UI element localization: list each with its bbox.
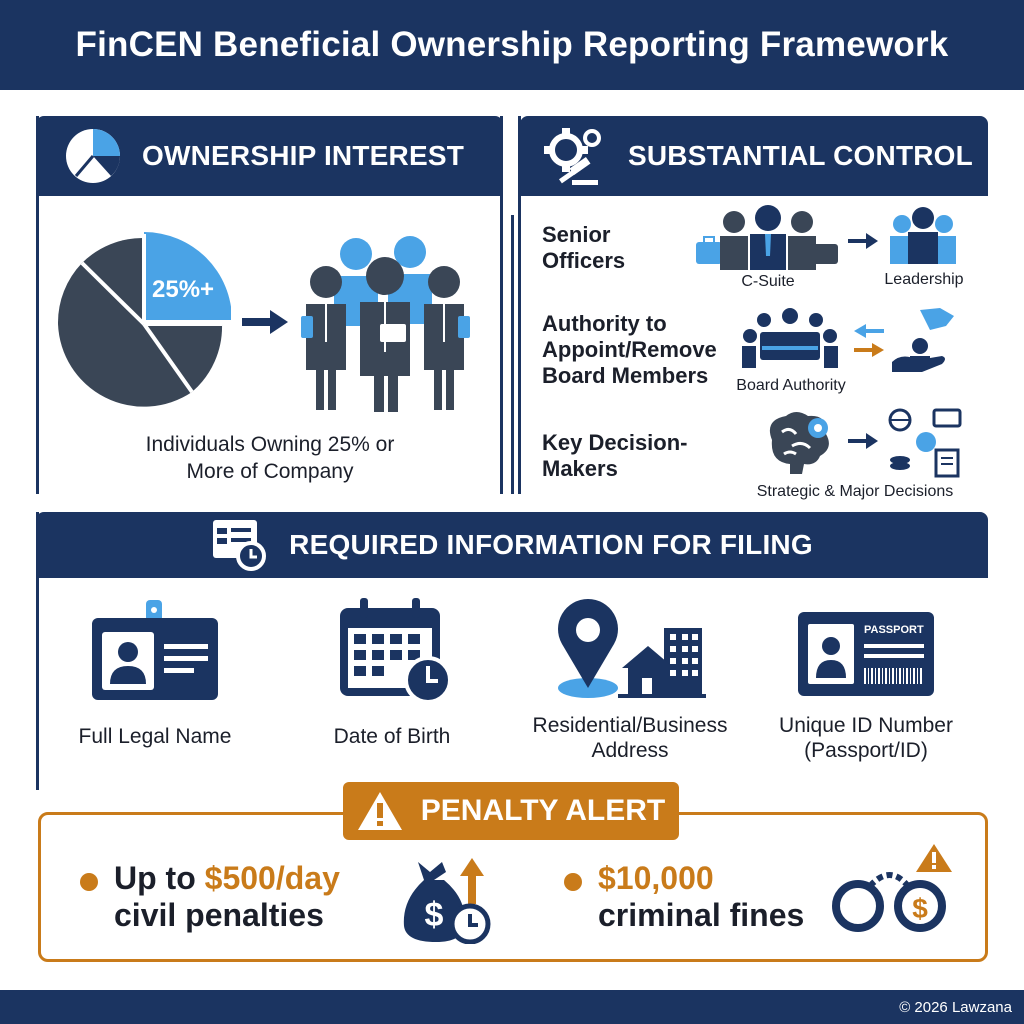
control-row-2-line1: Authority to	[542, 311, 667, 336]
required-title: REQUIRED INFORMATION FOR FILING	[289, 529, 813, 560]
top-banner: FinCEN Beneficial Ownership Reporting Fr…	[0, 0, 1024, 90]
required-item-1-caption: Full Legal Name	[50, 724, 260, 749]
penalty-header: PENALTY ALERT	[343, 782, 679, 840]
brain-gear-icon	[769, 412, 829, 474]
gears-gavel-icon	[544, 128, 601, 185]
ownership-header: OWNERSHIP INTEREST	[36, 116, 503, 196]
owners-group-icon	[301, 236, 470, 412]
arrow-right-icon	[848, 233, 878, 249]
location-buildings-icon	[558, 599, 706, 698]
penalty-title: PENALTY ALERT	[420, 794, 666, 827]
money-bag-clock-icon: $	[403, 858, 491, 944]
svg-text:$: $	[912, 893, 928, 924]
pie-percent-label: 25%+	[152, 276, 215, 303]
control-row-3-left-caption: Strategic & Major Decisions	[756, 483, 954, 500]
passport-line-1	[864, 644, 924, 648]
leadership-team-icon	[890, 207, 956, 264]
civil-prefix: Up to	[114, 860, 205, 896]
control-row-1-label: Senior Officers	[542, 222, 625, 274]
control-panel	[518, 116, 988, 494]
required-item-2-line1: Date of Birth	[333, 725, 451, 748]
svg-text:$: $	[425, 896, 444, 934]
control-panel-divider	[511, 215, 514, 494]
footer-bar: © 2026 Lawzana	[0, 990, 1024, 1024]
control-row-3-line1: Key Decision-	[542, 430, 688, 455]
passport-line-2	[864, 654, 924, 658]
required-item-2-caption: Date of Birth	[292, 724, 492, 749]
control-row-1-right-caption: Leadership	[884, 271, 964, 288]
control-row-2-left-caption: Board Authority	[736, 377, 846, 394]
ownership-title: OWNERSHIP INTEREST	[142, 140, 465, 171]
warning-icon	[357, 792, 402, 830]
civil-bullet	[80, 873, 98, 891]
required-item-3-line1: Residential/Business	[532, 714, 728, 737]
handcuffs-icon: $	[832, 844, 952, 932]
ownership-pie-illustration	[57, 232, 231, 407]
required-item-1-line1: Full Legal Name	[78, 725, 232, 748]
control-header: SUBSTANTIAL CONTROL	[520, 116, 988, 196]
person-silhouette-icon	[816, 637, 846, 678]
passport-barcode	[864, 668, 924, 684]
required-item-4-caption: Unique ID Number (Passport/ID)	[760, 713, 972, 763]
criminal-penalty-text: $10,000 criminal fines	[598, 860, 804, 934]
arrow-right-icon	[242, 310, 288, 334]
required-item-3-caption: Residential/Business Address	[512, 713, 748, 763]
civil-amount: $500/day	[204, 860, 340, 896]
required-panel	[36, 512, 988, 790]
control-row-1-line2: Officers	[542, 248, 626, 273]
required-item-4-line2: (Passport/ID)	[804, 739, 928, 762]
control-row-2-line3: Board Members	[542, 363, 709, 388]
ownership-panel	[36, 116, 503, 494]
civil-line2: civil penalties	[114, 897, 324, 933]
passport-icon: PASSPORT	[798, 612, 934, 696]
ownership-caption-line2: More of Company	[186, 460, 354, 483]
required-item-4-line1: Unique ID Number	[779, 714, 953, 737]
pie-chart-icon	[66, 129, 120, 183]
control-row-1-left-caption: C-Suite	[741, 273, 795, 290]
swap-arrows-icon	[854, 324, 884, 357]
criminal-amount: $10,000	[598, 860, 714, 896]
required-header: REQUIRED INFORMATION FOR FILING	[36, 512, 988, 578]
criminal-line2: criminal fines	[598, 897, 805, 933]
control-title: SUBSTANTIAL CONTROL	[628, 140, 973, 171]
id-badge-icon	[92, 600, 218, 700]
required-item-3-line2: Address	[591, 739, 669, 762]
civil-penalty-text: Up to $500/day civil penalties	[114, 860, 340, 934]
executives-icon	[696, 205, 838, 270]
passport-label: PASSPORT	[864, 624, 924, 636]
decisions-flow-icon	[888, 408, 962, 478]
form-clock-icon	[213, 520, 267, 571]
ownership-caption: Individuals Owning 25% or More of Compan…	[60, 431, 480, 485]
passport-photo	[808, 624, 854, 684]
control-row-3-label: Key Decision- Makers	[542, 430, 688, 482]
control-row-3-line2: Makers	[542, 456, 618, 481]
boardroom-icon	[742, 308, 838, 368]
copyright-text: © 2026 Lawzana	[899, 998, 1012, 1016]
calendar-clock-icon	[340, 598, 452, 704]
arrow-right-icon	[848, 433, 878, 449]
control-row-2-label: Authority to Appoint/Remove Board Member…	[542, 311, 717, 389]
hand-appoint-icon	[892, 308, 954, 372]
criminal-bullet	[564, 873, 582, 891]
control-row-2-line2: Appoint/Remove	[542, 337, 717, 362]
ownership-caption-line1: Individuals Owning 25% or	[145, 433, 395, 456]
page-title: FinCEN Beneficial Ownership Reporting Fr…	[75, 25, 949, 64]
control-row-1-line1: Senior	[542, 222, 611, 247]
